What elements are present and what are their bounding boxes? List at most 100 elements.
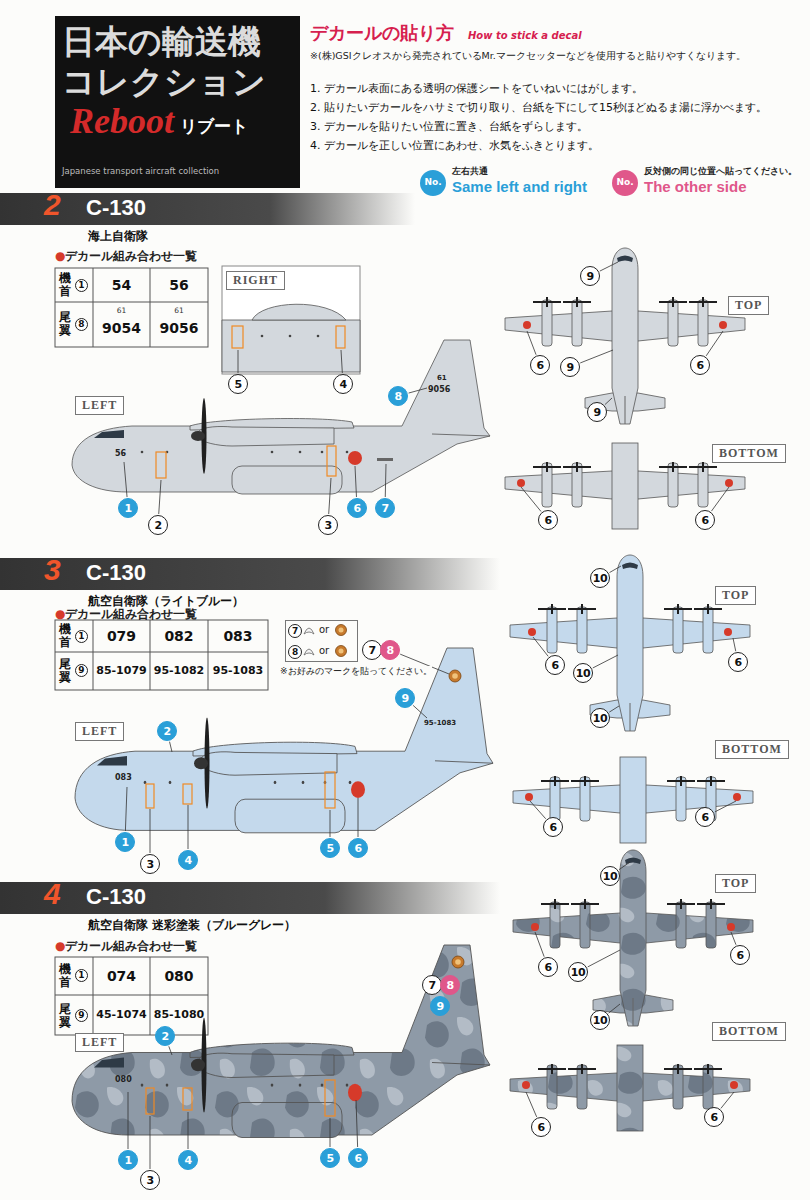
callout-number: 1 [118, 498, 138, 518]
callout-text: 1 [121, 837, 128, 848]
circled-number: 1 [75, 969, 88, 982]
aircraft-side [72, 340, 490, 494]
illustration-part [304, 628, 314, 634]
table-caption: ●デカール組み合わせ一覧 [55, 249, 197, 263]
step-text: 3. デカールを貼りたい位置に置き、台紙をずらします。 [310, 120, 798, 133]
decal-outline [156, 452, 166, 478]
aircraft-side [75, 648, 493, 833]
leader-line [605, 398, 612, 404]
callout-number: 8 [288, 645, 302, 659]
callout-number: 2 [148, 515, 168, 535]
callout-number: 9 [430, 996, 450, 1016]
aircraft-top [510, 555, 750, 731]
callout-number: 6 [690, 355, 710, 375]
leader-line [526, 1092, 537, 1117]
callout-text: 7 [292, 627, 298, 636]
callout-number: 6 [538, 957, 558, 977]
leader-line [356, 1100, 358, 1147]
callout-number: 6 [695, 807, 715, 827]
callout-number: 3 [140, 1170, 160, 1190]
leader-line [521, 487, 541, 511]
illustration-part [452, 673, 458, 679]
section-number: 4 [44, 879, 61, 909]
leader-line [188, 805, 189, 849]
decal-outline [146, 1088, 154, 1114]
illustration-part [55, 268, 208, 347]
table-cell-small: 61 [150, 306, 208, 315]
illustration-part [336, 326, 345, 348]
callout-number: 10 [590, 568, 610, 588]
table-cell: 074 [93, 968, 150, 985]
callout-text: 3 [146, 859, 153, 870]
table-cell: 95-1082 [150, 664, 208, 677]
section-subtitle: 航空自衛隊（ライトブルー） [88, 593, 244, 610]
callout-text: 7 [368, 645, 375, 656]
callout-text: 8 [394, 391, 401, 402]
leader-line [358, 798, 359, 837]
illustration-part [339, 649, 344, 654]
leader-line [330, 1118, 331, 1147]
callout-text: 6 [537, 1122, 544, 1133]
view-label-text: BOTTOM [719, 446, 779, 460]
circled-number: 9 [75, 664, 88, 677]
leader-line [341, 350, 342, 373]
illustration-part [222, 320, 360, 372]
callout-text: 6 [353, 503, 360, 514]
illustration-part [304, 649, 314, 655]
leader-line [593, 655, 618, 668]
view-label-text: TOP [722, 876, 749, 890]
leader-line [733, 638, 736, 651]
table-cell: 45-1074 [93, 1008, 150, 1021]
decal-text: 080 [115, 1075, 132, 1085]
decal-outline [183, 1088, 192, 1110]
callout-number: 3 [318, 515, 338, 535]
leader-line [609, 706, 619, 712]
table-cell: 95-1083 [208, 664, 268, 677]
header-panel [55, 16, 300, 188]
leader-line [530, 801, 546, 819]
callout-number: 6 [538, 510, 558, 530]
logo-kana: リブート [180, 116, 248, 136]
table-row-header: 尾翼 [59, 1003, 71, 1028]
callout-text: 9 [586, 271, 593, 282]
callout-text: 6 [701, 812, 708, 823]
callout-text: 10 [593, 1015, 607, 1026]
subtitle: Japanese transport aircraft collection [62, 166, 219, 176]
callout-text: 5 [326, 1153, 333, 1164]
step-text: 2. 貼りたいデカールをハサミで切り取り、台紙を下にして15秒ほどぬるま湯に浮か… [310, 101, 798, 114]
callout-number: 9 [580, 266, 600, 286]
aircraft-top [505, 248, 745, 424]
illustration-part [449, 670, 461, 682]
right-inset [222, 266, 360, 374]
callout-number: 8 [388, 386, 408, 406]
callout-text: 6 [710, 1112, 717, 1123]
callout-number: 3 [140, 854, 160, 874]
callout-text: 10 [593, 573, 607, 584]
view-label-text: TOP [722, 588, 749, 602]
table-cell: 54 [93, 277, 150, 294]
decal-text: 95-1083 [424, 719, 456, 727]
leader-line [238, 350, 239, 373]
callout-number: 5 [228, 374, 248, 394]
view-label: TOP [715, 874, 756, 893]
view-label: BOTTOM [712, 1022, 786, 1041]
section-header: 2C-130海上自衛隊 [0, 193, 415, 225]
callout-number: 8 [440, 975, 460, 995]
callout-number: 7 [375, 498, 395, 518]
callout-text: 4 [184, 1155, 191, 1166]
illustration-part [336, 625, 347, 636]
leader-line [533, 637, 548, 656]
callout-number: 7 [288, 624, 302, 638]
callout-text: 9 [401, 693, 408, 704]
illustration-part [252, 304, 346, 320]
view-label: TOP [728, 296, 769, 315]
callout-number: 6 [730, 945, 750, 965]
table-cell: 083 [208, 628, 268, 645]
callout-number: 4 [178, 850, 198, 870]
view-label: BOTTOM [715, 740, 789, 759]
legend-subtext: 反対側の同じ位置へ貼ってください。 [644, 166, 797, 176]
leader-line [731, 932, 736, 945]
callout-text: 5 [234, 379, 241, 390]
callout-number: 7 [422, 975, 442, 995]
table-row-header: 尾翼 [59, 311, 71, 336]
